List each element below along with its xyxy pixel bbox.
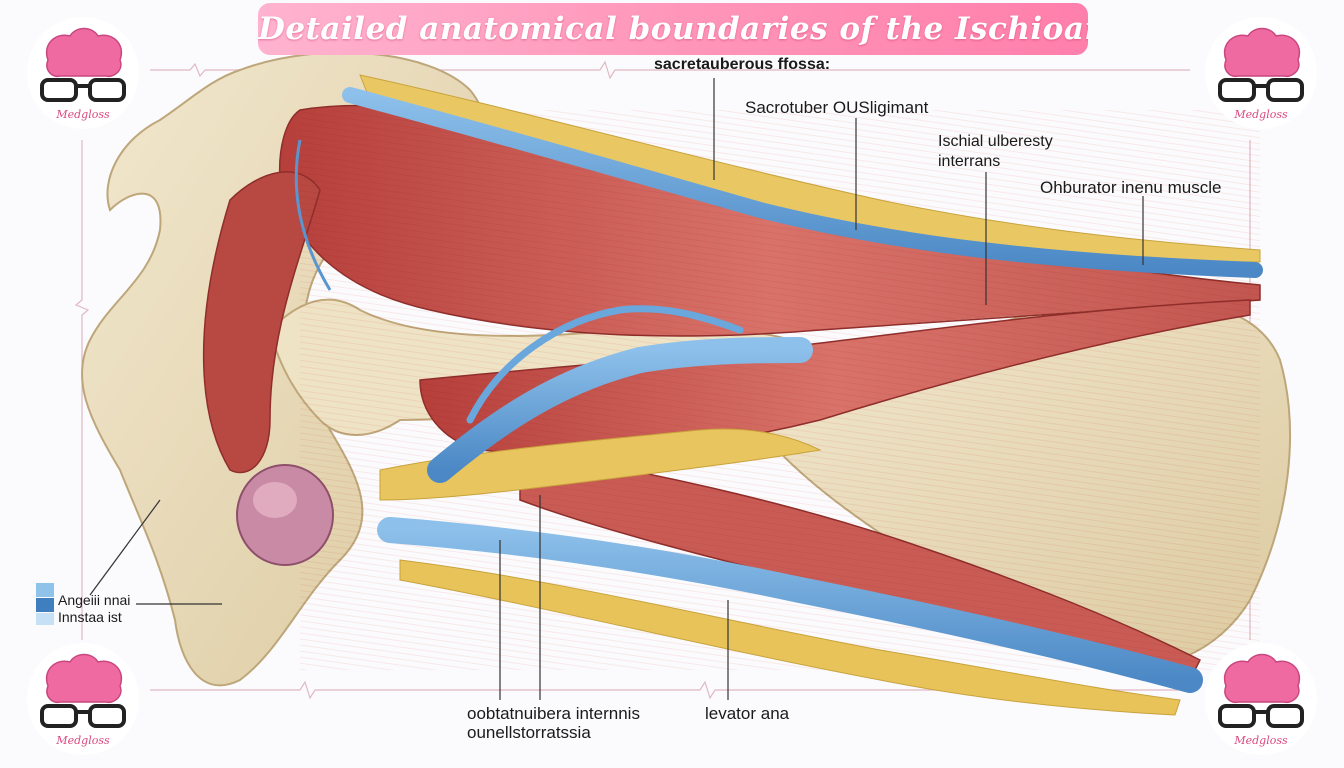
label-left-line2: Innstaa ist (58, 609, 122, 625)
legend-swatch-light (36, 583, 54, 597)
glasses-icon (40, 78, 126, 102)
anal-canal-highlight (253, 482, 297, 518)
label-left-line1: Angeiii nnai (58, 592, 131, 608)
brand-text: Medgloss (55, 734, 110, 747)
label-sacrotuberous: Sacrotuber OUSligimant (745, 98, 929, 117)
thin-vessel (294, 139, 332, 291)
glasses-icon (1218, 704, 1304, 728)
page-title: Detailed anatomical boundaries of the Is… (258, 11, 1088, 47)
label-bottom-left-line2: ounellstorratssia (467, 723, 591, 742)
brain-glasses-logo-bottom-right: Medgloss (1205, 643, 1317, 755)
upper-vessel (342, 87, 1263, 278)
brain-glasses-logo-top-left: Medgloss (27, 17, 139, 129)
fat-layer-middle (379, 428, 822, 501)
ecg-line-bottom (150, 680, 1190, 700)
leader-lines (89, 78, 1144, 700)
brand-text: Medgloss (55, 108, 110, 121)
branch-vessel (466, 305, 744, 424)
fat-layer-lower (399, 559, 1181, 716)
brand-text: Medgloss (1233, 734, 1288, 747)
brain-icon (45, 27, 123, 78)
label-bottom-right: levator ana (705, 704, 790, 723)
leader-left-diag (89, 499, 161, 596)
glasses-icon (40, 704, 126, 728)
label-bottom-left-line1: oobtatnuibera internnis (467, 704, 640, 723)
legend-swatch-pale (36, 613, 54, 625)
label-top-center: sacretauberous ffossa: (654, 56, 831, 73)
label-obturator-muscle: Ohburator inenu muscle (1040, 178, 1222, 197)
label-ischial-line1: Ischial ulberesty (938, 133, 1053, 150)
title-banner: Detailed anatomical boundaries of the Is… (258, 3, 1088, 55)
middle-vessel (427, 337, 813, 483)
brain-glasses-logo-top-right: Medgloss (1205, 17, 1317, 129)
brain-icon (1223, 27, 1301, 78)
lower-vessel (377, 517, 1203, 693)
brand-text: Medgloss (1233, 108, 1288, 121)
brain-glasses-logo-bottom-left: Medgloss (27, 643, 139, 755)
brain-icon (1223, 653, 1301, 704)
label-ischial-line2: interrans (938, 153, 1001, 170)
glasses-icon (1218, 78, 1304, 102)
legend-swatch-dark (36, 598, 54, 612)
brain-icon (45, 653, 123, 704)
